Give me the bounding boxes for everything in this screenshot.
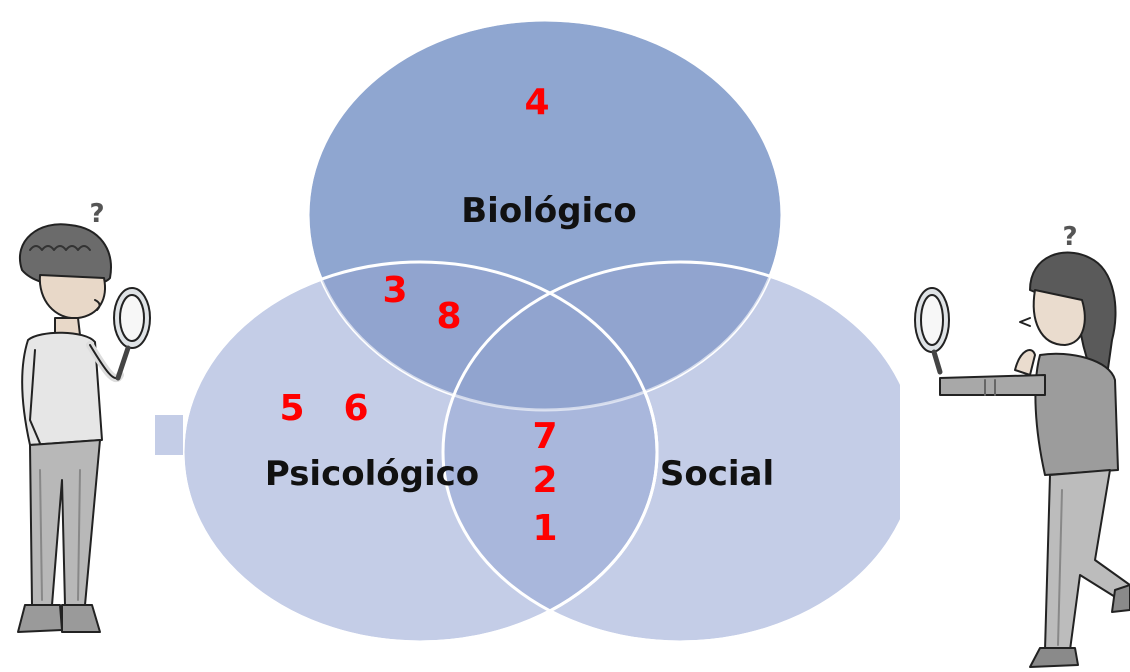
number-7: 7 xyxy=(532,416,557,457)
number-6: 6 xyxy=(343,388,368,429)
question-mark-left: ? xyxy=(89,199,104,229)
label-psicologico: Psicológico xyxy=(265,454,479,494)
number-4: 4 xyxy=(524,82,549,123)
boy-with-magnifying-glass-illustration: ? xyxy=(17,199,151,633)
girl-with-magnifying-glass-illustration: ? xyxy=(914,222,1130,668)
number-1: 1 xyxy=(532,508,557,549)
number-3: 3 xyxy=(382,270,407,311)
number-8: 8 xyxy=(436,296,461,337)
label-biologico: Biológico xyxy=(461,191,636,231)
number-5: 5 xyxy=(279,388,304,429)
question-mark-right: ? xyxy=(1062,222,1077,252)
overlap-bio-psi xyxy=(308,262,657,410)
number-2: 2 xyxy=(532,460,557,501)
overlap-bio-social xyxy=(443,262,782,410)
label-social: Social xyxy=(660,454,774,494)
